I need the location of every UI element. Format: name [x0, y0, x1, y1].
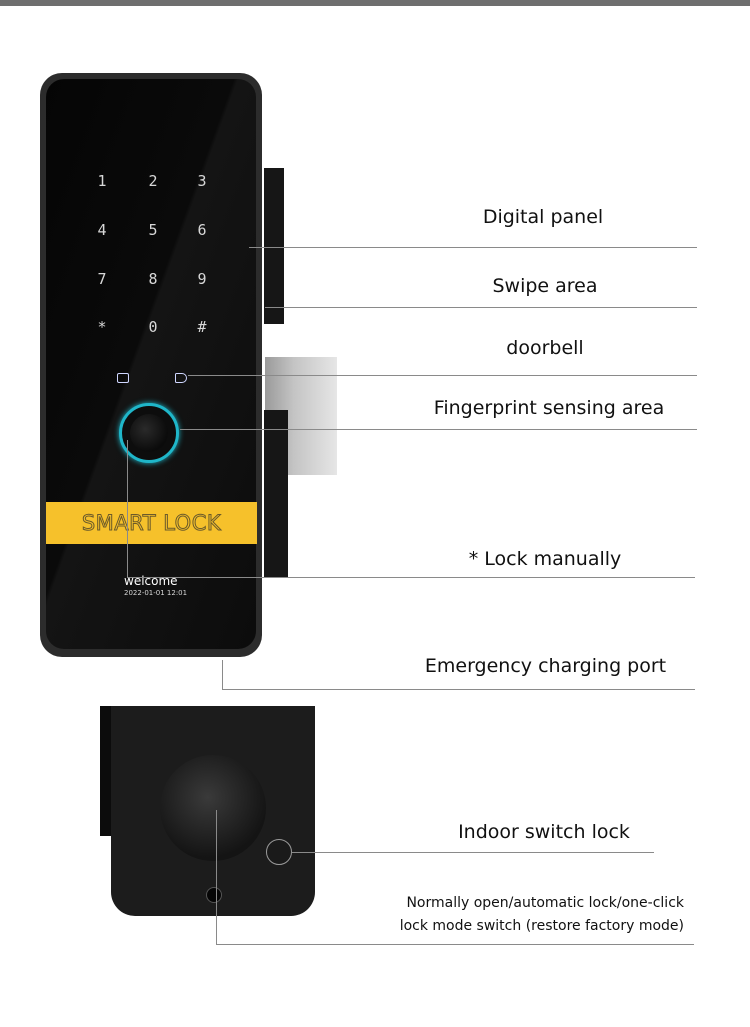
leader-lock-manually: [127, 577, 695, 578]
indoor-knob[interactable]: [160, 755, 266, 861]
back-mounting-plate: [100, 706, 114, 836]
leader-charging-port: [222, 689, 695, 690]
lower-latch-bolt: [264, 410, 288, 578]
key-5[interactable]: 5: [148, 221, 158, 239]
label-doorbell: doorbell: [506, 337, 584, 359]
label-mode-switch-line1: Normally open/automatic lock/one-click: [406, 895, 684, 911]
brand-strip: SMART LOCK: [46, 502, 257, 544]
reset-hole[interactable]: [206, 887, 222, 903]
key-2[interactable]: 2: [148, 172, 158, 190]
key-4[interactable]: 4: [97, 221, 107, 239]
key-7[interactable]: 7: [97, 270, 107, 288]
top-border: [0, 0, 750, 6]
leader-charging-vertical: [222, 660, 223, 689]
mode-switch-button[interactable]: [266, 839, 292, 865]
label-charging-port: Emergency charging port: [424, 655, 667, 677]
leader-digital-panel: [249, 247, 697, 248]
upper-latch-bolt: [264, 168, 284, 324]
screen-datetime: 2022-01-01 12:01: [124, 589, 188, 597]
label-swipe-area: Swipe area: [492, 275, 598, 297]
key-star[interactable]: *: [97, 318, 107, 336]
brand-label: SMART LOCK: [81, 511, 222, 536]
leader-lock-manually-vertical: [127, 440, 128, 577]
fingerprint-sensor[interactable]: [119, 403, 179, 463]
label-mode-switch-line2: lock mode switch (restore factory mode): [399, 918, 684, 934]
label-lock-manually: * Lock manually: [468, 548, 622, 570]
key-6[interactable]: 6: [197, 221, 207, 239]
leader-mode-switch: [216, 944, 694, 945]
fingerprint-icon: [130, 414, 168, 452]
leader-mode-switch-vertical: [216, 810, 217, 944]
key-0[interactable]: 0: [148, 318, 158, 336]
leader-indoor-switch: [292, 852, 654, 853]
leader-fingerprint: [180, 429, 697, 430]
key-hash[interactable]: #: [197, 318, 207, 336]
leader-doorbell: [188, 375, 697, 376]
label-fingerprint: Fingerprint sensing area: [433, 397, 665, 419]
key-1[interactable]: 1: [97, 172, 107, 190]
key-3[interactable]: 3: [197, 172, 207, 190]
front-lock-face: [46, 79, 256, 649]
doorbell-icon[interactable]: [175, 373, 187, 383]
label-indoor-switch: Indoor switch lock: [458, 821, 630, 843]
card-swipe-icon: [117, 373, 129, 383]
leader-swipe-area: [265, 307, 697, 308]
label-digital-panel: Digital panel: [482, 206, 604, 228]
key-8[interactable]: 8: [148, 270, 158, 288]
key-9[interactable]: 9: [197, 270, 207, 288]
